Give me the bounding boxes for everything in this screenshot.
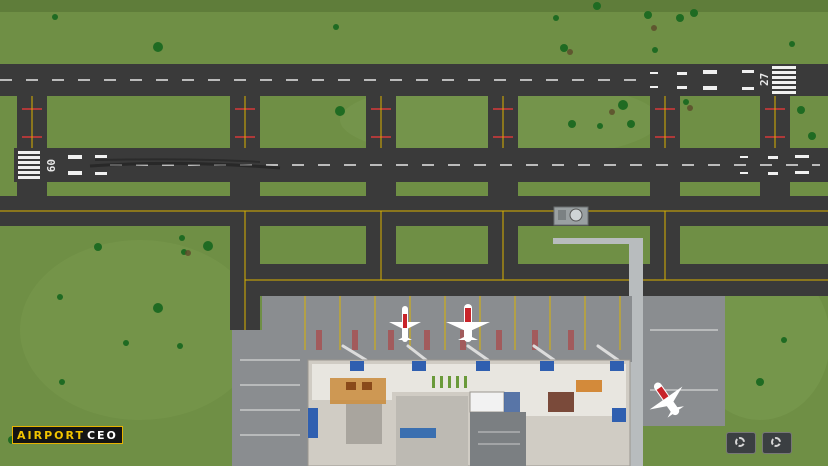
runway-north[interactable]: 27: [0, 64, 828, 96]
control-tower[interactable]: [553, 206, 589, 226]
terminal[interactable]: [307, 359, 631, 466]
runway-south[interactable]: 09: [14, 148, 828, 182]
runway-north-number: 27: [758, 73, 771, 86]
logo-text-airport: AIRPORT: [17, 428, 85, 442]
settings-button-left[interactable]: [726, 432, 756, 454]
airport-ceo-logo: AIRPORT CEO: [12, 426, 123, 444]
gear-icon: [735, 437, 745, 447]
jet-bridges: [341, 344, 620, 362]
service-road[interactable]: [553, 238, 643, 466]
aircraft-2[interactable]: [446, 304, 490, 342]
apron[interactable]: [232, 296, 725, 466]
gear-icon: [771, 437, 781, 447]
aircraft-1[interactable]: [389, 306, 421, 342]
runway-south-number: 09: [44, 159, 57, 172]
taxiway-parallel[interactable]: [0, 196, 828, 226]
aircraft-3[interactable]: [639, 372, 694, 426]
trees: [8, 2, 816, 444]
corner-buttons: [726, 432, 792, 454]
logo-text-ceo: CEO: [86, 428, 118, 442]
settings-button-right[interactable]: [762, 432, 792, 454]
